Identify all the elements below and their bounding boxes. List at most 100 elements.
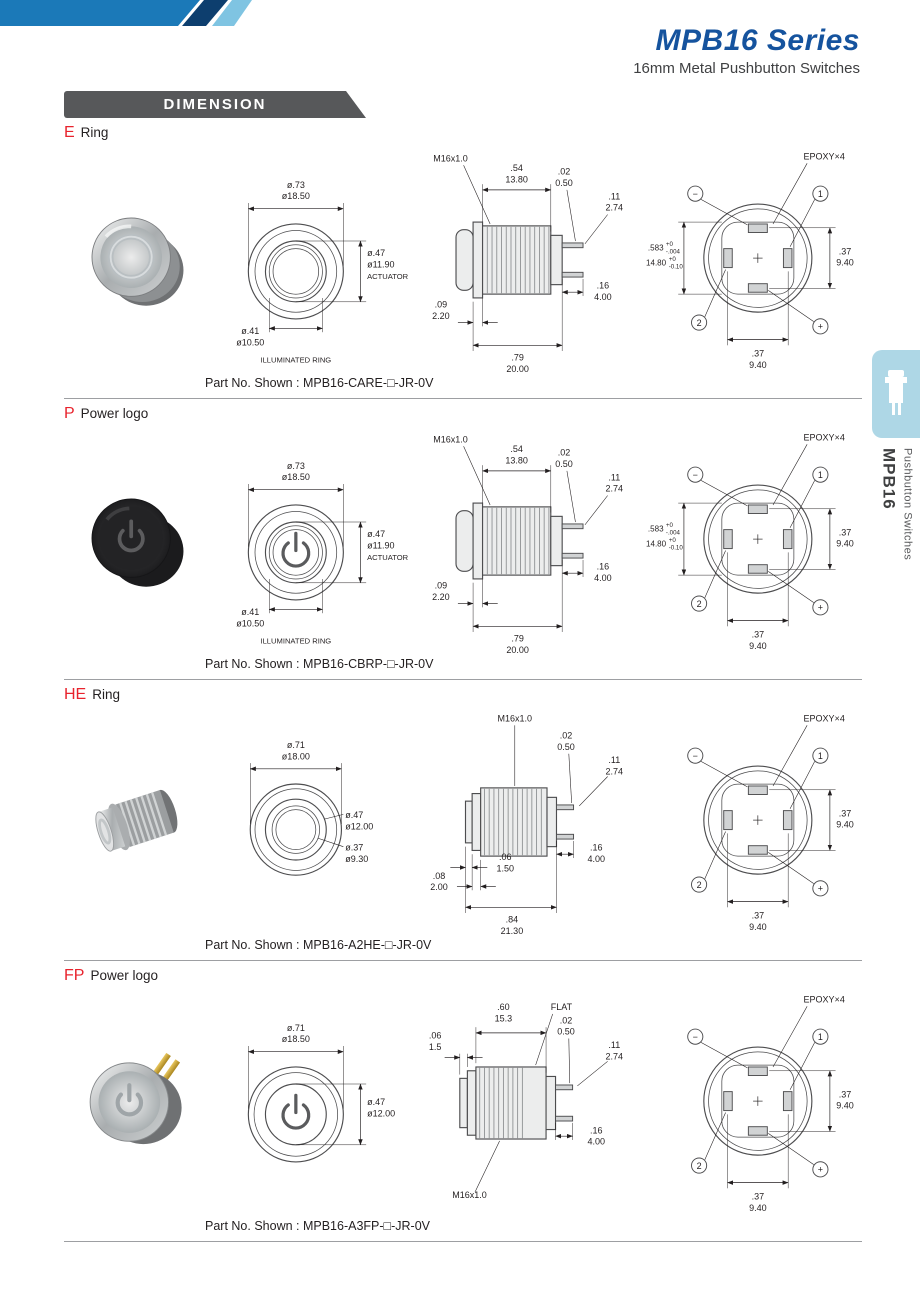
dim-text: ACTUATOR xyxy=(367,553,409,562)
terminal-pos: + xyxy=(768,290,829,335)
back-view-e: − 1 2 + EPO xyxy=(646,152,854,371)
terminal-pos: + xyxy=(768,571,829,616)
dim-terminal-pitch-v: .37 9.40 xyxy=(769,789,854,851)
terminal-label: − xyxy=(693,470,698,480)
section-divider xyxy=(64,1241,862,1242)
dim-text: .37 xyxy=(752,911,765,921)
back-body xyxy=(703,765,813,875)
part-number: Part No. Shown : MPB16-A3FP-□-JR-0V xyxy=(205,1219,430,1233)
dim-text: .09 xyxy=(435,299,448,309)
dim-text: EPOXY×4 xyxy=(804,714,845,724)
dim-text: 2.74 xyxy=(606,484,624,494)
dim-thread-length: .54 13.80 xyxy=(482,163,552,232)
dim-pin-thickness: .02 0.50 xyxy=(557,731,575,804)
section-divider xyxy=(64,398,862,399)
dim-pin-length: .16 4.00 xyxy=(561,278,612,351)
terminal-1: 1 xyxy=(789,747,829,809)
dim-text: 9.40 xyxy=(836,258,854,268)
back-view-he: − 1 2 + EPO xyxy=(687,714,854,932)
dim-body-length: .60 15.3 xyxy=(475,1002,547,1073)
dim-outer-diameter: ø.71 ø18.50 xyxy=(247,1023,344,1109)
terminal-label: − xyxy=(693,751,698,761)
button-profile xyxy=(455,221,584,299)
section-code: HE xyxy=(64,686,87,703)
dim-actuator-diameter: ø.47 ø11.90 ACTUATOR xyxy=(295,521,409,584)
dim-pin-width: .11 2.74 xyxy=(579,755,624,807)
terminal-label: + xyxy=(818,322,823,332)
terminal-neg: − xyxy=(687,1028,748,1069)
dim-text: ø.73 xyxy=(287,461,305,471)
dim-text: .37 xyxy=(752,349,765,359)
back-view-p: − 1 2 + EPO xyxy=(646,433,854,652)
terminal-label: − xyxy=(693,1032,698,1042)
dim-text: 2.74 xyxy=(606,203,624,213)
dim-text: ø12.00 xyxy=(367,1108,395,1118)
side-view-e: M16x1.0 .54 13.80 .02 0.50 .11 xyxy=(432,153,624,373)
top-banner-decoration xyxy=(0,0,252,26)
dim-text: ø11.90 xyxy=(367,260,394,270)
front-circles xyxy=(247,223,344,320)
section-p-power-logo: P Power logo xyxy=(0,405,920,671)
drawings-row: ø.71 ø18.50 ø.47 ø12.00 xyxy=(0,989,920,1217)
page-subtitle: 16mm Metal Pushbutton Switches xyxy=(633,60,860,77)
front-view-e: ø.73 ø18.50 ø.47 ø11.90 ACTUATOR ø.41 xyxy=(236,180,409,365)
dim-total-length: .84 21.30 xyxy=(465,905,557,936)
dim-text: +0 xyxy=(666,522,674,529)
dim-text: .11 xyxy=(608,755,620,765)
power-symbol xyxy=(281,1093,311,1130)
button-profile xyxy=(455,502,584,580)
side-tab-category: Pushbutton Switches xyxy=(901,448,914,561)
dim-terminal-pitch-h: .37 9.40 xyxy=(727,271,789,370)
dim-head-height: .06 1.5 xyxy=(429,1031,483,1075)
flat-callout: FLAT xyxy=(535,1002,573,1066)
dim-terminal-pitch-v: .37 9.40 xyxy=(769,1070,854,1132)
dim-text: ø10.50 xyxy=(236,338,264,348)
terminal-label: 1 xyxy=(818,189,823,199)
dim-text: 9.40 xyxy=(749,922,767,932)
front-view-he: ø.71 ø18.00 ø.47 ø12.00 ø.37 ø9.30 xyxy=(249,740,373,876)
part-number: Part No. Shown : MPB16-A2HE-□-JR-0V xyxy=(205,938,432,952)
dim-text: .54 xyxy=(510,163,523,173)
dim-text: .16 xyxy=(597,561,610,571)
dim-text: 0.50 xyxy=(555,178,573,188)
section-code: P xyxy=(64,405,75,422)
terminal-1: 1 xyxy=(789,1028,829,1090)
terminal-neg: − xyxy=(687,747,748,788)
dim-text: 13.80 xyxy=(505,174,528,184)
terminal-label: 2 xyxy=(697,880,702,890)
dim-pin-length: .16 4.00 xyxy=(555,1122,605,1147)
dim-text: ø.37 xyxy=(345,843,363,853)
side-tab-series: MPB16 xyxy=(879,448,899,510)
product-photo-e-ring xyxy=(91,217,184,306)
dim-text: .37 xyxy=(752,630,765,640)
dim-thread: M16x1.0 xyxy=(498,714,532,786)
dim-text: ø.47 xyxy=(367,1097,385,1107)
dim-text: ACTUATOR xyxy=(367,272,409,281)
terminal-label: 1 xyxy=(818,470,823,480)
dim-text: ø18.00 xyxy=(282,751,310,761)
terminal-pos: + xyxy=(768,1133,829,1178)
section-label: E Ring xyxy=(0,124,920,146)
dim-bezel-lip: .08 2.00 xyxy=(430,859,496,892)
dim-text: 1.5 xyxy=(429,1042,442,1052)
section-divider xyxy=(64,679,862,680)
dim-text: ø.73 xyxy=(287,180,305,190)
dim-text: ø9.30 xyxy=(345,854,368,864)
terminal-label: − xyxy=(693,189,698,199)
epoxy-callout: EPOXY×4 xyxy=(772,995,845,1068)
pushbutton-tab xyxy=(872,350,920,438)
terminal-2: 2 xyxy=(691,831,726,893)
epoxy-callout: EPOXY×4 xyxy=(772,433,845,506)
dim-text: 2.74 xyxy=(606,767,624,777)
dim-pin-length: .16 4.00 xyxy=(556,840,605,913)
dim-text: -0.10 xyxy=(669,545,684,552)
dim-text: 4.00 xyxy=(594,573,612,583)
dim-across-flats: .583 +0 -.004 14.80 +0 -0.10 xyxy=(646,502,722,576)
dim-terminal-pitch-h: .37 9.40 xyxy=(727,552,789,651)
dim-text: ø.47 xyxy=(367,248,385,258)
dim-text: +0 xyxy=(669,256,677,263)
dim-text: .37 xyxy=(839,1089,852,1099)
dim-text: 9.40 xyxy=(749,641,767,651)
dim-illuminated-ring: ø.41 ø10.50 ILLUMINATED RING xyxy=(236,298,331,365)
dim-thread: M16x1.0 xyxy=(452,1140,500,1200)
